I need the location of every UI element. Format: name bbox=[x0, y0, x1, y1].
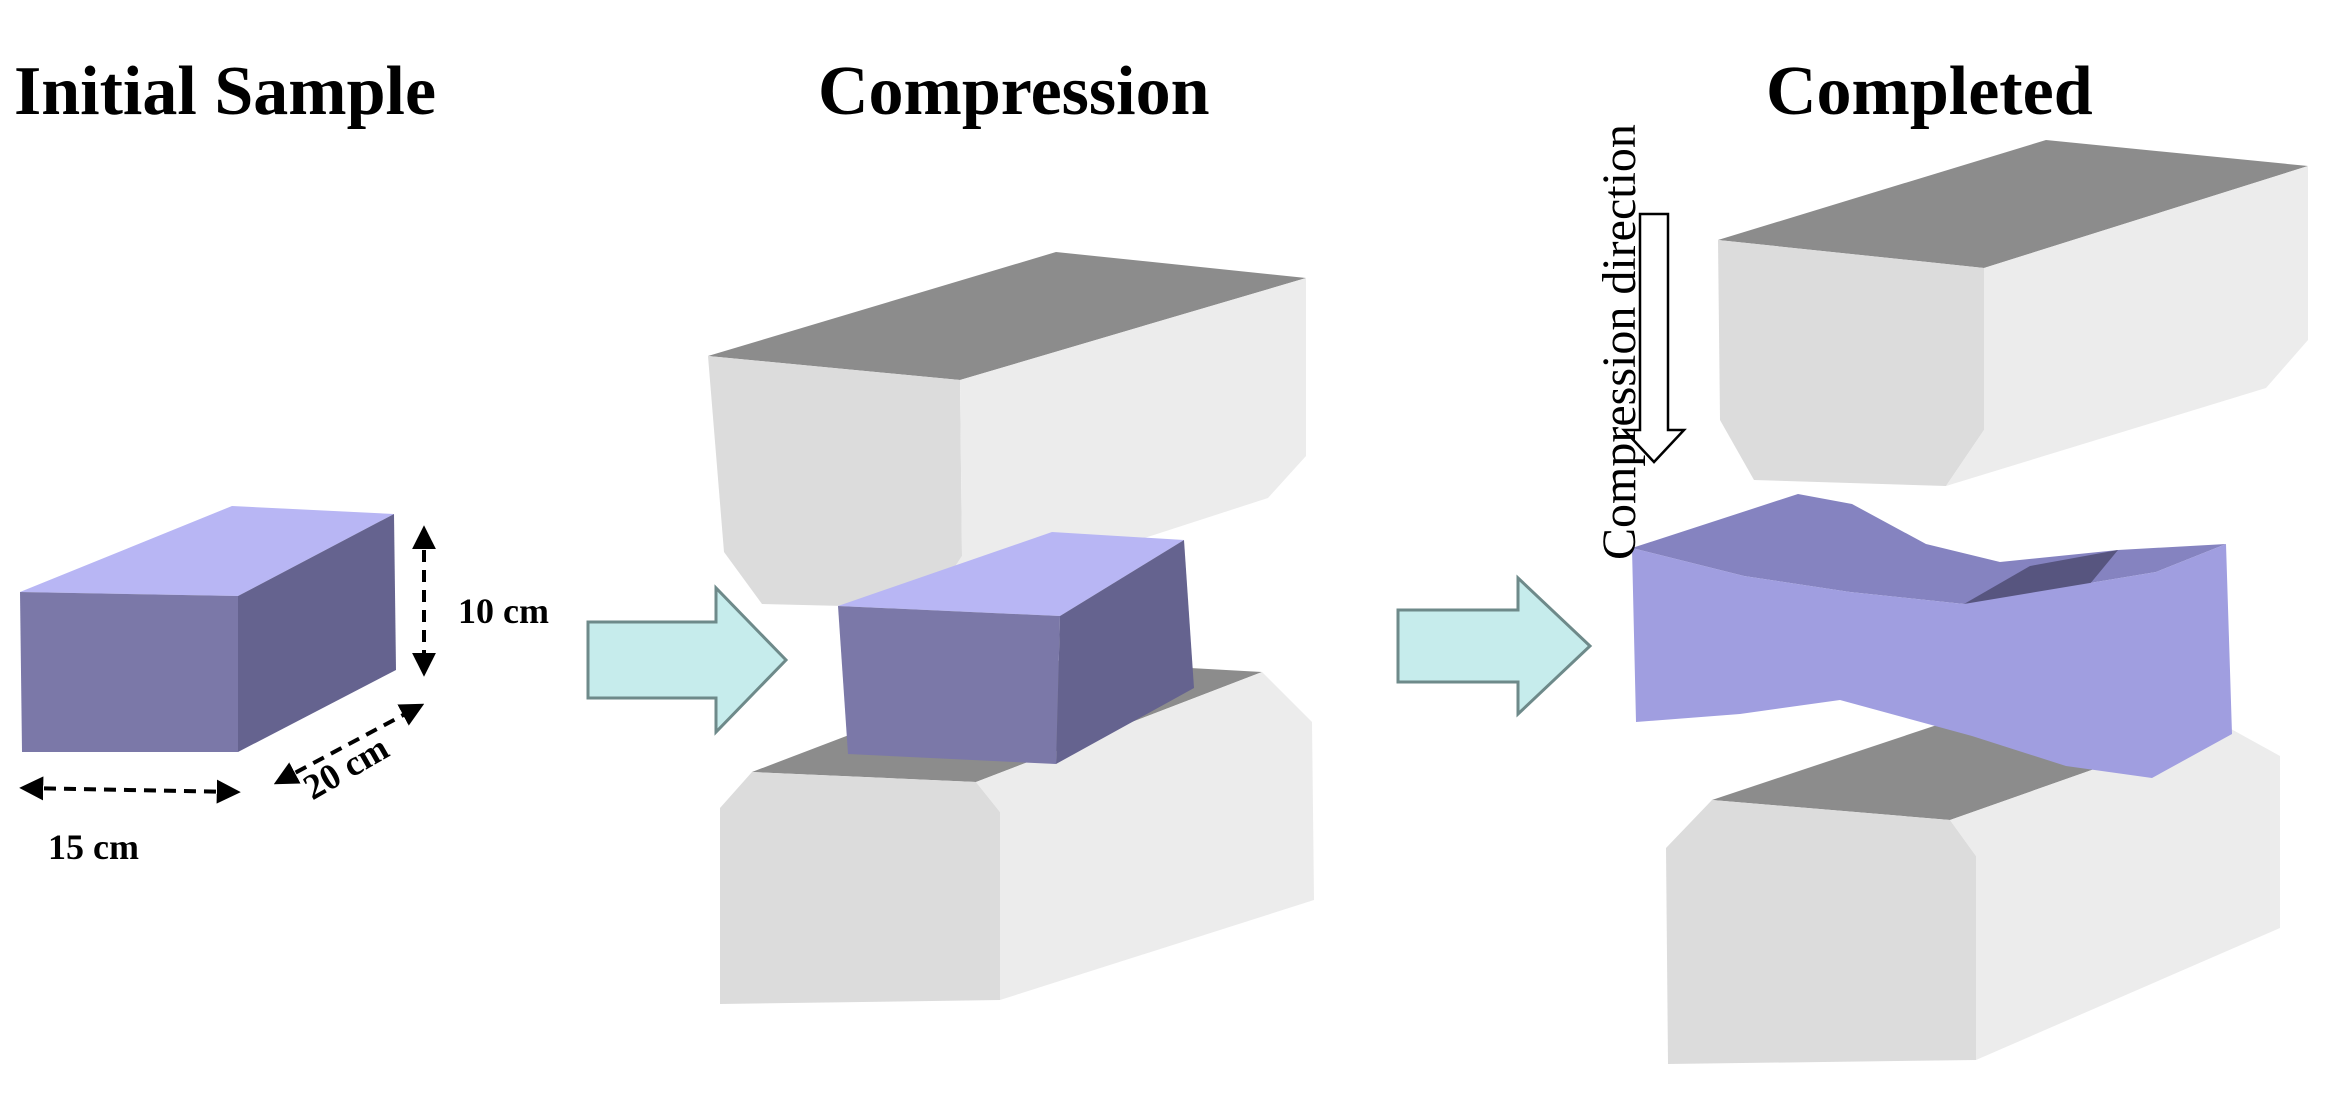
depth-dimension-arrow bbox=[273, 703, 425, 785]
upper-anvil-top bbox=[1718, 140, 2308, 268]
lower-anvil-front bbox=[720, 772, 1000, 1004]
sample-top-face bbox=[20, 506, 394, 596]
upper-anvil-side bbox=[1946, 166, 2308, 486]
upper-anvil-top bbox=[708, 252, 1306, 380]
deformed-sample-body bbox=[1632, 544, 2232, 778]
width-dimension-label: 15 cm bbox=[48, 827, 139, 867]
upper-anvil-side bbox=[928, 278, 1306, 608]
compression-direction-label: Compression direction bbox=[1593, 124, 1646, 560]
lower-anvil-side bbox=[1950, 724, 2280, 1060]
flow-arrow-1 bbox=[586, 584, 789, 736]
compression-direction-arrow-shape bbox=[1621, 212, 1687, 464]
compressed-sample-block bbox=[838, 532, 1194, 764]
sample-side-face bbox=[238, 514, 396, 752]
title-compression: Compression bbox=[818, 53, 1210, 130]
upper-anvil-front bbox=[1718, 240, 1984, 486]
flow-arrow-2 bbox=[1396, 574, 1593, 718]
compression-direction-arrow bbox=[1621, 212, 1687, 464]
lower-anvil-completed bbox=[1666, 706, 2280, 1064]
height-dimension-label: 10 cm bbox=[458, 591, 549, 631]
upper-anvil-front bbox=[708, 356, 962, 608]
lower-anvil-front bbox=[1666, 800, 1976, 1064]
compressed-sample-side bbox=[1056, 540, 1194, 764]
title-initial-sample: Initial Sample bbox=[14, 53, 437, 130]
deformed-sample bbox=[1632, 494, 2232, 778]
compressed-sample-front bbox=[838, 606, 1060, 764]
dimension-arrows bbox=[19, 525, 436, 804]
initial-sample-block bbox=[20, 506, 396, 752]
title-completed: Completed bbox=[1766, 53, 2093, 130]
sample-front-face bbox=[20, 592, 238, 752]
upper-anvil-completed bbox=[1718, 140, 2308, 486]
upper-anvil-compression bbox=[708, 252, 1306, 608]
width-dimension-arrow bbox=[19, 776, 241, 804]
compressed-sample-top bbox=[838, 532, 1184, 616]
